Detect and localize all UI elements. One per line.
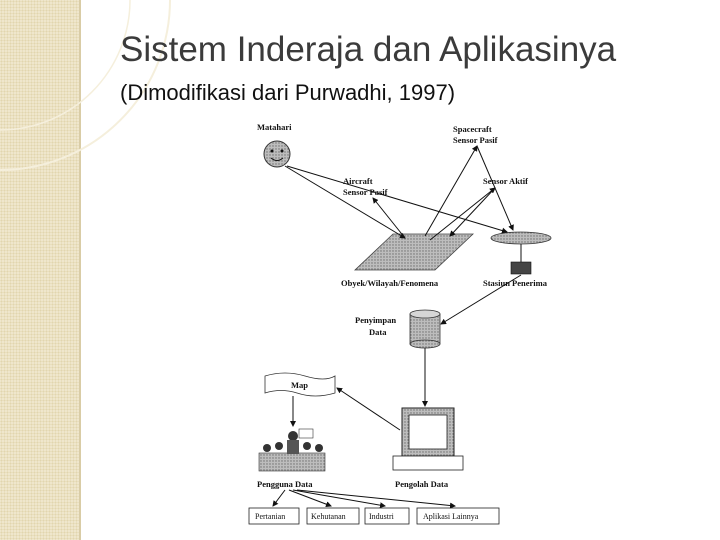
slide-title: Sistem Inderaja dan Aplikasinya — [120, 30, 617, 69]
flow-arrows — [272, 145, 522, 509]
sun-icon — [263, 140, 291, 168]
label-storage-1: Penyimpan — [355, 315, 396, 325]
data-storage-icon — [409, 309, 441, 349]
object-area — [353, 233, 475, 271]
label-map: Map — [291, 380, 308, 390]
remote-sensing-diagram: Matahari Spacecraft Sensor Pasif Aircraf… — [248, 122, 552, 525]
label-active-sensor: Sensor Aktif — [483, 176, 528, 186]
application-boxes — [248, 507, 500, 525]
label-object: Obyek/Wilayah/Fenomena — [341, 278, 439, 288]
label-spacecraft-2: Sensor Pasif — [453, 135, 498, 145]
antenna-dish-icon — [490, 231, 552, 263]
label-aircraft-2: Sensor Pasif — [343, 187, 388, 197]
app-box-label: Aplikasi Lainnya — [423, 512, 479, 521]
slide-subtitle: (Dimodifikasi dari Purwadhi, 1997) — [120, 80, 456, 105]
label-sun: Matahari — [257, 122, 292, 132]
sidebar-edge — [79, 0, 81, 540]
receiving-station-icon — [510, 261, 532, 275]
app-box-label: Industri — [369, 512, 395, 521]
data-users-icon — [258, 428, 326, 472]
label-processor: Pengolah Data — [395, 479, 449, 489]
label-station: Stasiun Penerima — [483, 278, 548, 288]
label-users: Pengguna Data — [257, 479, 313, 489]
app-box-label: Kehutanan — [311, 512, 346, 521]
computer-icon — [392, 407, 464, 471]
app-box-label: Pertanian — [255, 512, 285, 521]
label-aircraft-1: Aircraft — [343, 176, 373, 186]
map-icon — [264, 372, 336, 397]
label-storage-2: Data — [369, 327, 387, 337]
decorative-sidebar — [0, 0, 79, 540]
label-spacecraft-1: Spacecraft — [453, 124, 492, 134]
